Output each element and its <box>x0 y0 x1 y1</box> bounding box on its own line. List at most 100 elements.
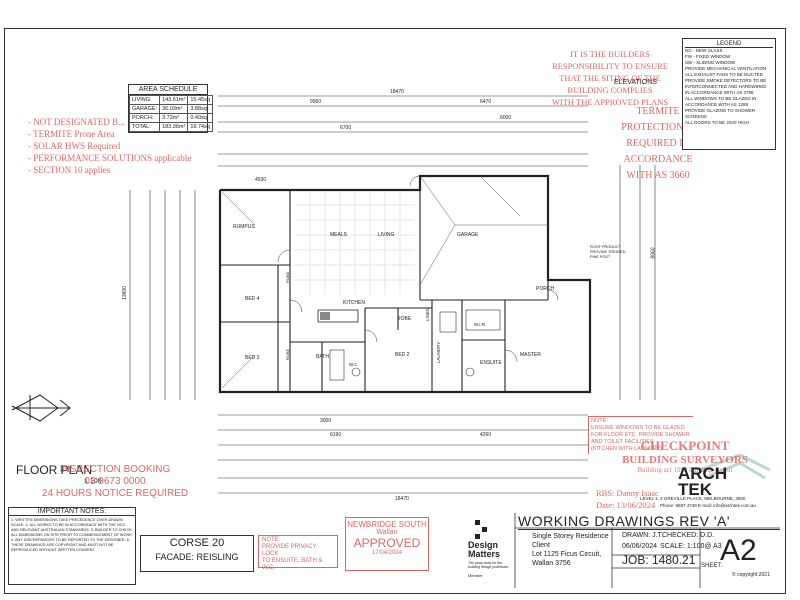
floor-plan-scale: 1:100 <box>84 478 102 485</box>
inspection-line: INSPECTION BOOKING <box>59 464 171 475</box>
row-sq: 15.45sq <box>187 95 213 105</box>
dim-13600: 13600 <box>121 286 128 300</box>
note-line: PROVIDE PRIVACY LOCK <box>262 544 317 557</box>
site-note: - NOT DESIGNATED B... <box>28 117 125 127</box>
dim-9960: 9960 <box>310 99 322 105</box>
approval-stamp: NEWBRIDGE SOUTH Wallan APPROVED 17/04/20… <box>345 517 429 571</box>
legend-item: ACCORDANCE WITH AS 1288 <box>685 102 749 107</box>
important-notes-title: IMPORTANT NOTES: <box>9 508 135 516</box>
copyright: © copyright 2021 <box>732 572 770 578</box>
room-living: LIVING <box>378 232 395 238</box>
project-lot: Lot 1125 Ficus Circuit, <box>532 551 602 558</box>
room-bed3: BED 3 <box>245 355 260 361</box>
note-line: THAT THE SITING OF THE BUILDING COMPLIES <box>559 73 661 95</box>
note-line: IT IS THE BUILDERS RESPONSIBILITY TO ENS… <box>551 49 669 71</box>
room-bed2: BED 2 <box>395 352 410 358</box>
area-schedule-title: AREA SCHEDULE <box>129 85 207 95</box>
archtek-logo-line1: ARCH <box>678 464 728 483</box>
site-note: - SECTION 10 applies <box>28 165 111 175</box>
inspection-booking: INSPECTION BOOKING 03 9673 0000 24 HOURS… <box>40 464 190 499</box>
note-line: NOTE: <box>591 418 608 424</box>
legend-item: INTERCONNECTED AND HARDWIRED <box>685 84 767 89</box>
row-label: LIVING: <box>128 95 161 105</box>
site-notes: - NOT DESIGNATED B... - TERMITE Prone Ar… <box>28 116 191 176</box>
legend-item: ALL DOORS TO BE 2040 HIGH <box>685 120 749 125</box>
note-line: WITH AS 3660 <box>626 170 690 181</box>
design-matters-tagline: The peak body for the building design pr… <box>468 561 509 569</box>
room-wc: W.C <box>349 362 358 367</box>
termite-note: TERMITE PROTECTION IS REQUIRED IN ACCORD… <box>608 104 708 184</box>
design-matters-logo: Design Matters <box>468 541 500 559</box>
important-notes: IMPORTANT NOTES: 1. WRITTEN DIMENSIONS T… <box>8 507 136 585</box>
note-line: REQUIRED IN ACCORDANCE <box>623 138 693 165</box>
builder-responsibility-note: IT IS THE BUILDERS RESPONSIBILITY TO ENS… <box>540 48 680 108</box>
site-note: - TERMITE Prone Area <box>28 129 115 139</box>
dim-6190: 6190 <box>330 432 342 438</box>
project-info: Single Storey Residence Client Lot 1125 … <box>532 532 609 568</box>
project-client: Client <box>532 542 550 549</box>
drawing-sheet-border <box>4 28 786 594</box>
room-kitchen: KITCHEN <box>343 300 365 306</box>
checkpoint-stamp: CHECKPOINT BUILDING SURVEYORS Building a… <box>590 438 780 474</box>
important-notes-text: 1. WRITTEN DIMENSIONS TAKE PRECEDENCE OV… <box>11 518 133 552</box>
archtek-logo: ARCH TEK <box>678 464 728 499</box>
note-line: ENSURE WINDOWS TO BE GLAZED <box>591 425 685 431</box>
inspection-notice: 24 HOURS NOTICE REQUIRED <box>41 488 189 499</box>
row-m2: 36.03m² <box>159 104 189 114</box>
inspection-phone: 03 9673 0000 <box>84 476 146 487</box>
room-robe: ROBE <box>397 316 412 322</box>
room-master: MASTER <box>520 352 541 358</box>
legend-title: LEGEND <box>685 41 773 48</box>
legend-item: NG - NEW GLASS <box>685 48 723 53</box>
dim-8060: 8060 <box>650 247 657 259</box>
site-note: - PERFORMANCE SOLUTIONS applicable <box>28 153 192 163</box>
archtek-logo-line2: TEK <box>678 480 712 499</box>
house-design-name: CORSE 20 <box>169 537 225 549</box>
room-rumpus: RUMPUS <box>233 224 255 230</box>
checkpoint-rbs: RBS: Danny Isaac Date: 13/06/2024 <box>596 487 659 511</box>
legend-item: PROVIDE SMOKE DETECTORS TO BE <box>685 78 767 83</box>
row-sq: 19.74sq <box>187 122 213 132</box>
legend-item: PROVIDE MECHANICAL VENTILATION <box>685 66 767 71</box>
design-matters-name2: Matters <box>468 549 501 559</box>
note-line: NOTE: <box>262 537 281 543</box>
row-m2: 143.61m² <box>159 95 189 105</box>
checked-by: CHECKED: D.D. <box>662 532 715 539</box>
dim-6700: 6700 <box>340 125 352 131</box>
room-bed4: BED 4 <box>245 296 260 302</box>
checkpoint-sub2: Building act 1993 building permit <box>637 466 733 474</box>
room-robe-bed4: ROBE <box>285 271 291 284</box>
project-town: Wallan 3756 <box>532 560 571 567</box>
checkpoint-sub1: BUILDING SURVEYORS <box>622 454 748 466</box>
room-meals: MEALS <box>330 232 347 238</box>
approval-area: Wallan <box>376 529 398 536</box>
checkpoint-date: Date: 13/06/2024 <box>596 500 656 510</box>
note-line: (KITCHEN WITH LAUNDRY) <box>591 446 663 452</box>
room-linen: LINEN <box>425 307 431 322</box>
legend-item: PROVIDE GLAZING TO SHOWER SCREENS <box>685 108 756 119</box>
note-line: FOR FLOOR ETC. PROVIDE SHOWER <box>591 432 690 438</box>
room-porch: PORCH <box>536 286 555 292</box>
drawing-title: WORKING DRAWINGS REV 'A' <box>518 513 780 530</box>
legend-item: IN ACCORDANCE WITH AS 3786 <box>685 90 754 95</box>
floor-plan-title: FLOOR PLAN <box>16 463 93 477</box>
approval-council: NEWBRIDGE SOUTH <box>347 520 427 529</box>
note-line: TO ENSUITE, BATH & W.C. <box>262 558 323 571</box>
room-wir: W.I.R <box>474 322 485 327</box>
privacy-note: NOTE: PROVIDE PRIVACY LOCK TO ENSUITE, B… <box>258 535 338 571</box>
room-bath: BATH <box>316 354 329 360</box>
checkpoint-rbs-name: RBS: Danny Isaac <box>596 488 659 498</box>
note-line: AND TOILET FACILITIES <box>591 439 654 445</box>
room-garage: GARAGE <box>457 232 479 238</box>
dim-6000: 6000 <box>500 115 512 121</box>
legend: LEGEND NG - NEW GLASS FW - FIXED WINDOW … <box>682 38 776 150</box>
legend-item: ALL WINDOWS TO BE GLAZED IN <box>685 96 757 101</box>
legend-item: FW - FIXED WINDOW <box>685 54 731 59</box>
checkpoint-name: CHECKPOINT <box>640 438 730 453</box>
legend-item: SW - SLIDING WINDOW <box>685 60 736 65</box>
row-sq: 0.40sq <box>187 113 213 123</box>
